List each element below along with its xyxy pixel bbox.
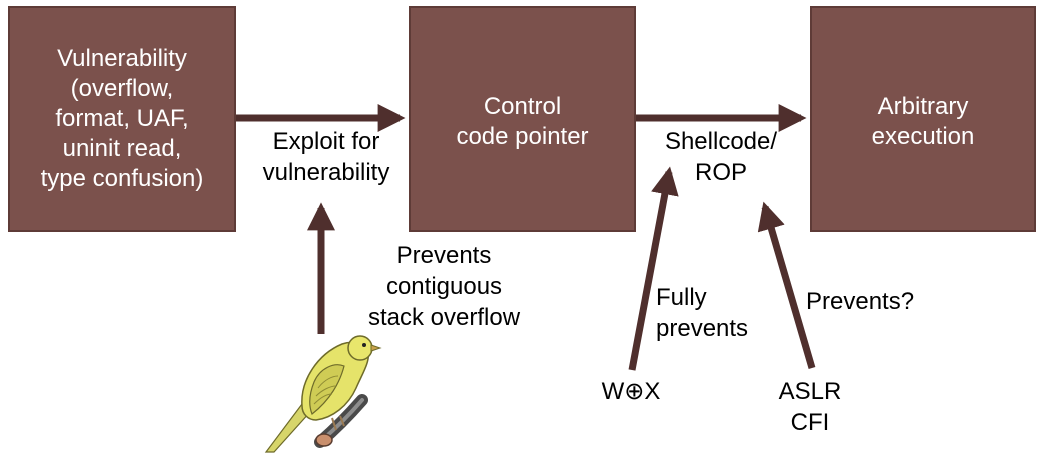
exploit-label: Exploit for vulnerability xyxy=(262,128,390,186)
canary-bird-icon xyxy=(264,335,382,453)
prevents-contiguous-label: Prevents contiguous stack overflow xyxy=(367,242,521,331)
arbitrary-execution-box: Arbitrary execution xyxy=(810,6,1036,232)
arrow-aslr-up xyxy=(757,201,816,369)
vulnerability-box: Vulnerability (overflow, format, UAF, un… xyxy=(8,6,236,232)
control-box-text: Control code pointer xyxy=(456,93,589,150)
vulnerability-box-text: Vulnerability (overflow, format, UAF, un… xyxy=(40,45,204,192)
aslr-cfi-label: ASLR CFI xyxy=(778,378,842,436)
arrow-wx-up xyxy=(628,166,679,371)
control-code-pointer-box: Control code pointer xyxy=(409,6,636,232)
shellcode-label: Shellcode/ ROP xyxy=(664,128,778,186)
execution-box-text: Arbitrary execution xyxy=(871,93,975,150)
wx-label: W⊕X xyxy=(601,378,661,405)
fully-prevents-label: Fully prevents xyxy=(656,284,749,342)
prevents-question-label: Prevents? xyxy=(806,288,915,315)
